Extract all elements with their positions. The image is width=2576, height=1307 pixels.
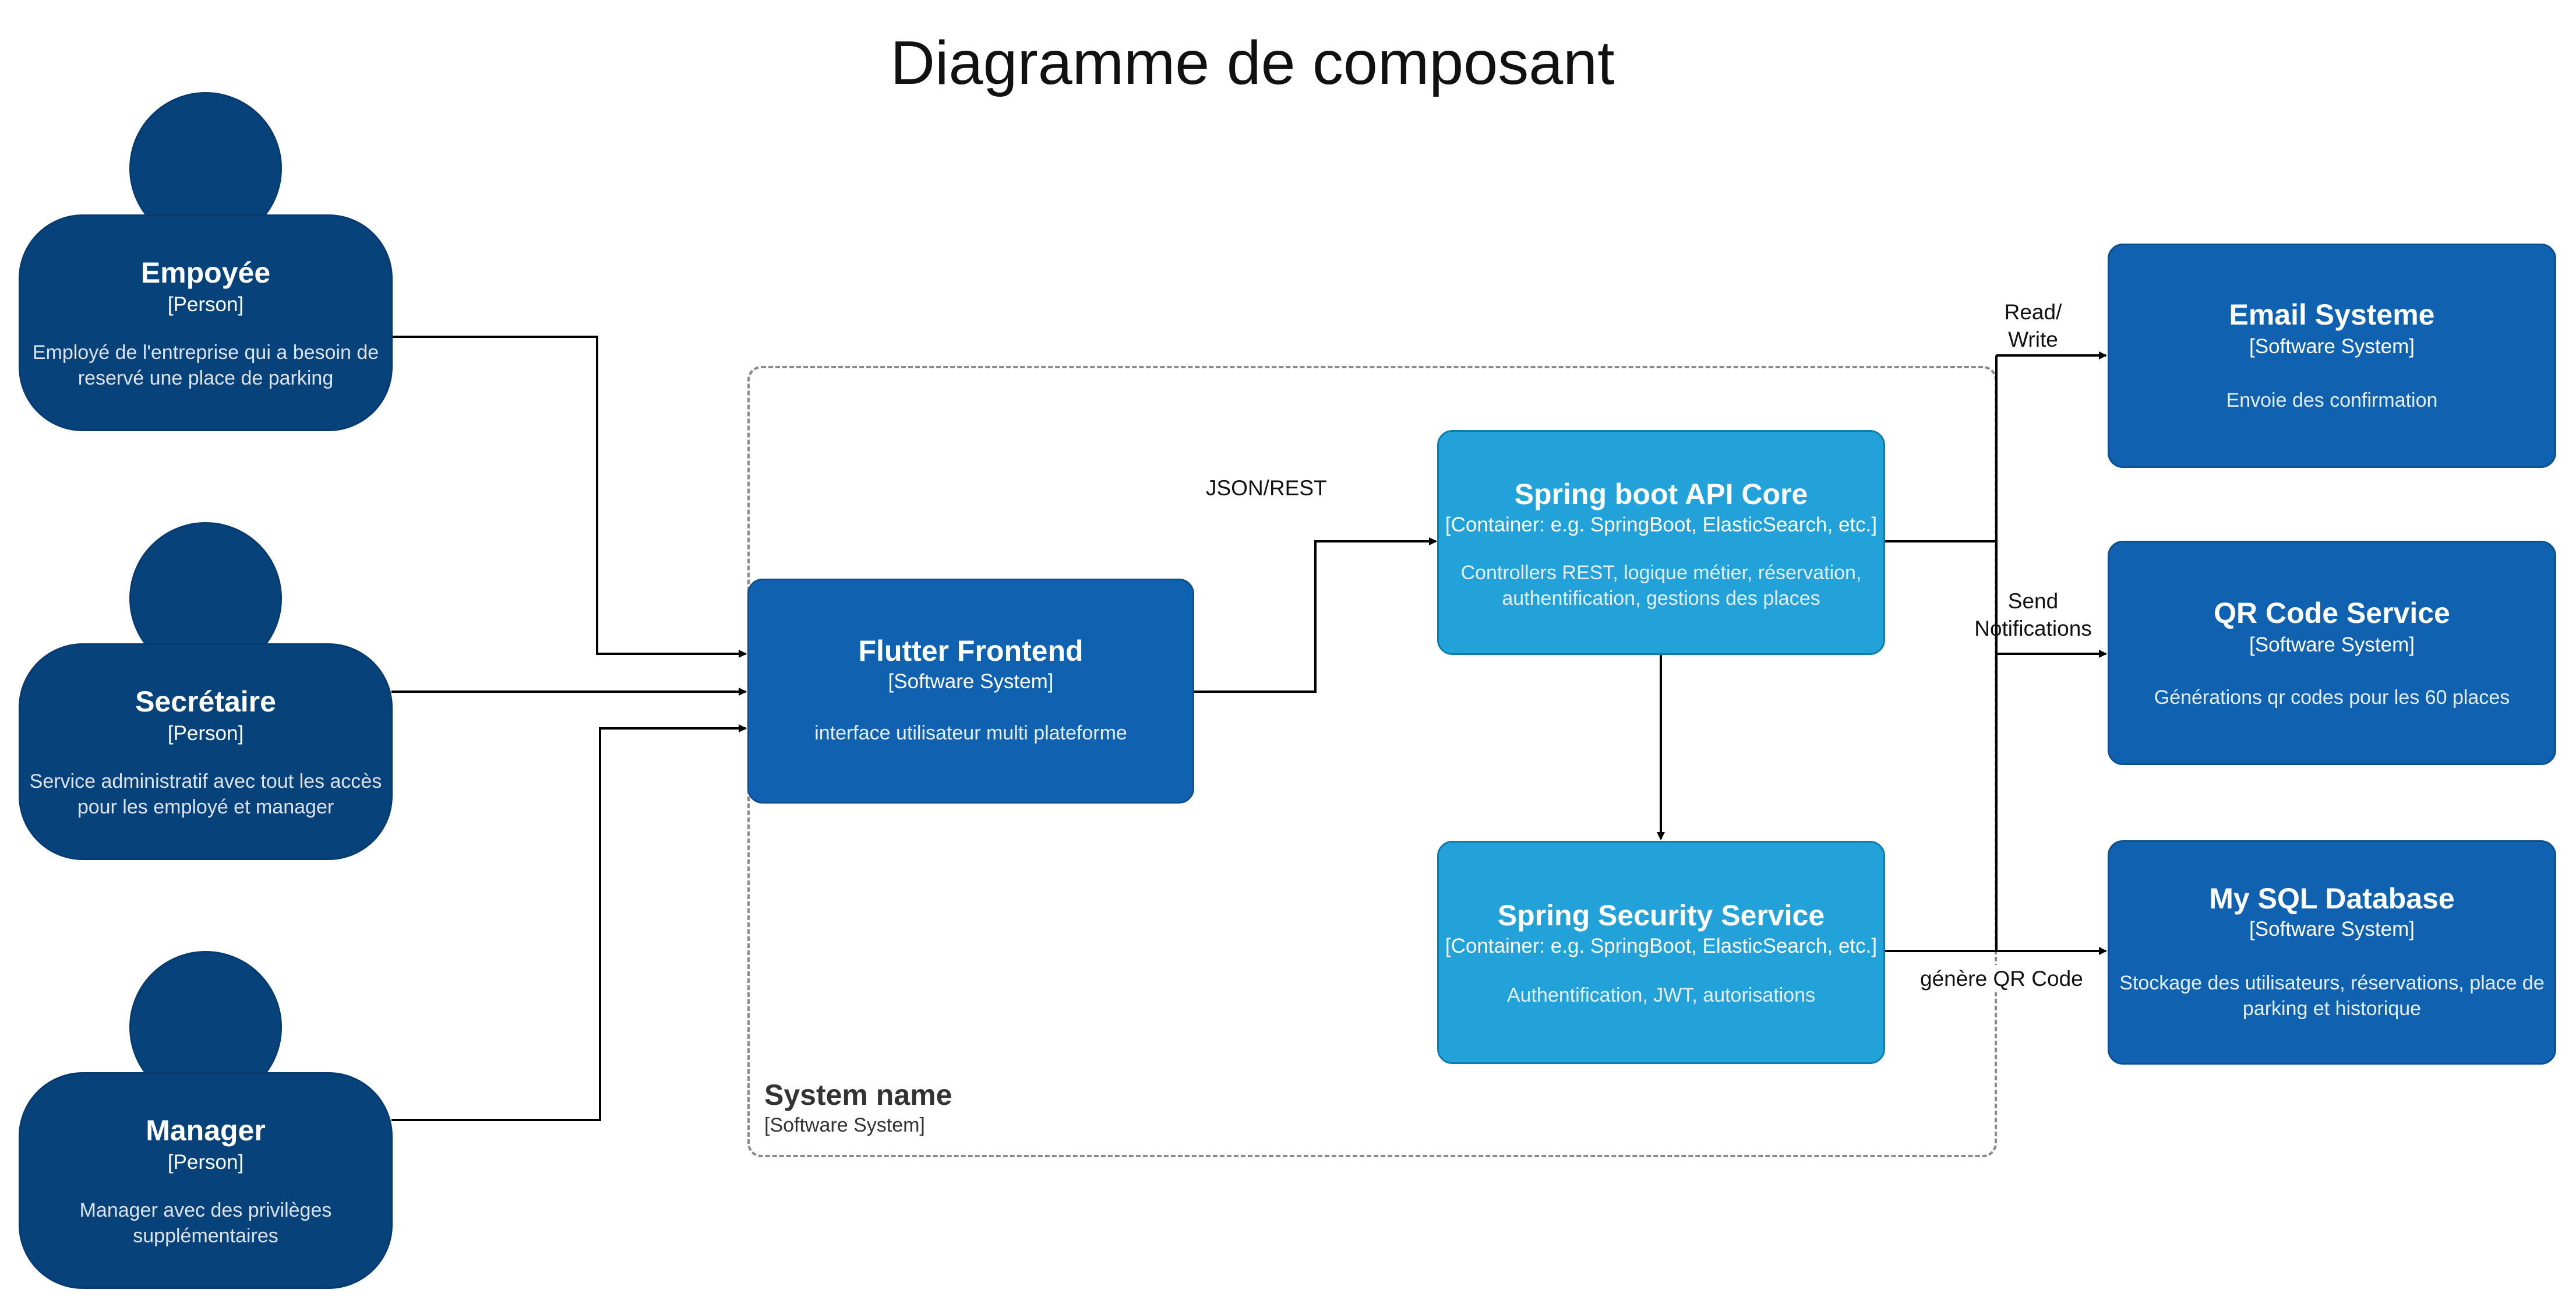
box-description: Authentification, JWT, autorisations bbox=[1506, 984, 1816, 1006]
box-type: [Software System] bbox=[2249, 633, 2415, 656]
box-name: Flutter Frontend bbox=[858, 635, 1084, 667]
edge-manager-frontend bbox=[391, 724, 747, 1121]
box-type: [Software System] bbox=[2249, 335, 2415, 358]
edge-label-json-rest: JSON/REST bbox=[1206, 476, 1327, 500]
person-name: Empoyée bbox=[140, 256, 271, 289]
box-description: Générations qr codes pour les 60 places bbox=[2154, 686, 2510, 709]
box-description: interface utilisateur multi plateforme bbox=[814, 722, 1127, 744]
box-type: [Software System] bbox=[2249, 918, 2415, 940]
person-type: [Person] bbox=[167, 1151, 244, 1174]
box-type: [Container: e.g. SpringBoot, ElasticSear… bbox=[1445, 935, 1878, 957]
person-secretary: Secrétaire [Person] Service administrati… bbox=[19, 643, 393, 860]
box-description: Stockage des utilisateurs, réservations,… bbox=[2119, 972, 2545, 1020]
boundary-name: System name bbox=[764, 1079, 952, 1111]
person-employee: Empoyée [Person] Employé de l'entreprise… bbox=[19, 214, 393, 431]
qr-code-service-box: QR Code Service [Software System] Généra… bbox=[2108, 541, 2556, 765]
person-name: Secrétaire bbox=[135, 685, 276, 718]
box-name: QR Code Service bbox=[2214, 597, 2450, 629]
box-name: Email Systeme bbox=[2229, 298, 2435, 331]
boundary-type: [Software System] bbox=[764, 1114, 925, 1136]
edge-label-genere-qr: génère QR Code bbox=[1920, 965, 2083, 992]
box-type: [Software System] bbox=[888, 670, 1054, 693]
edge-label-send-notifications: Send Notifications bbox=[1974, 589, 2092, 640]
person-name: Manager bbox=[146, 1114, 266, 1147]
diagram-title: Diagramme de composant bbox=[890, 29, 1615, 97]
box-name: Spring Security Service bbox=[1497, 899, 1825, 932]
person-manager: Manager [Person] Manager avec des privil… bbox=[19, 1072, 393, 1289]
edge-label-read-write: Read/ Write bbox=[2004, 300, 2062, 351]
box-description: Controllers REST, logique métier, réserv… bbox=[1460, 562, 1862, 610]
box-name: My SQL Database bbox=[2209, 882, 2455, 915]
box-name: Spring boot API Core bbox=[1514, 478, 1808, 510]
box-description: Envoie des confirmation bbox=[2226, 389, 2438, 411]
mysql-database-box: My SQL Database [Software System] Stocka… bbox=[2108, 840, 2556, 1065]
person-description: Service administratif avec tout les accè… bbox=[29, 770, 382, 818]
person-description: Employé de l'entreprise qui a besoin de … bbox=[32, 341, 379, 389]
flutter-frontend-box: Flutter Frontend [Software System] inter… bbox=[747, 579, 1194, 804]
api-core-box: Spring boot API Core [Container: e.g. Sp… bbox=[1437, 430, 1885, 655]
person-type: [Person] bbox=[167, 293, 244, 316]
email-system-box: Email Systeme [Software System] Envoie d… bbox=[2108, 244, 2556, 468]
edge-frontend-api bbox=[1194, 537, 1437, 693]
person-description: Manager avec des privilèges supplémentai… bbox=[79, 1199, 332, 1247]
edge-employee-frontend bbox=[391, 336, 747, 658]
box-type: [Container: e.g. SpringBoot, ElasticSear… bbox=[1445, 513, 1878, 536]
person-type: [Person] bbox=[167, 722, 244, 745]
security-service-box: Spring Security Service [Container: e.g.… bbox=[1437, 841, 1885, 1064]
